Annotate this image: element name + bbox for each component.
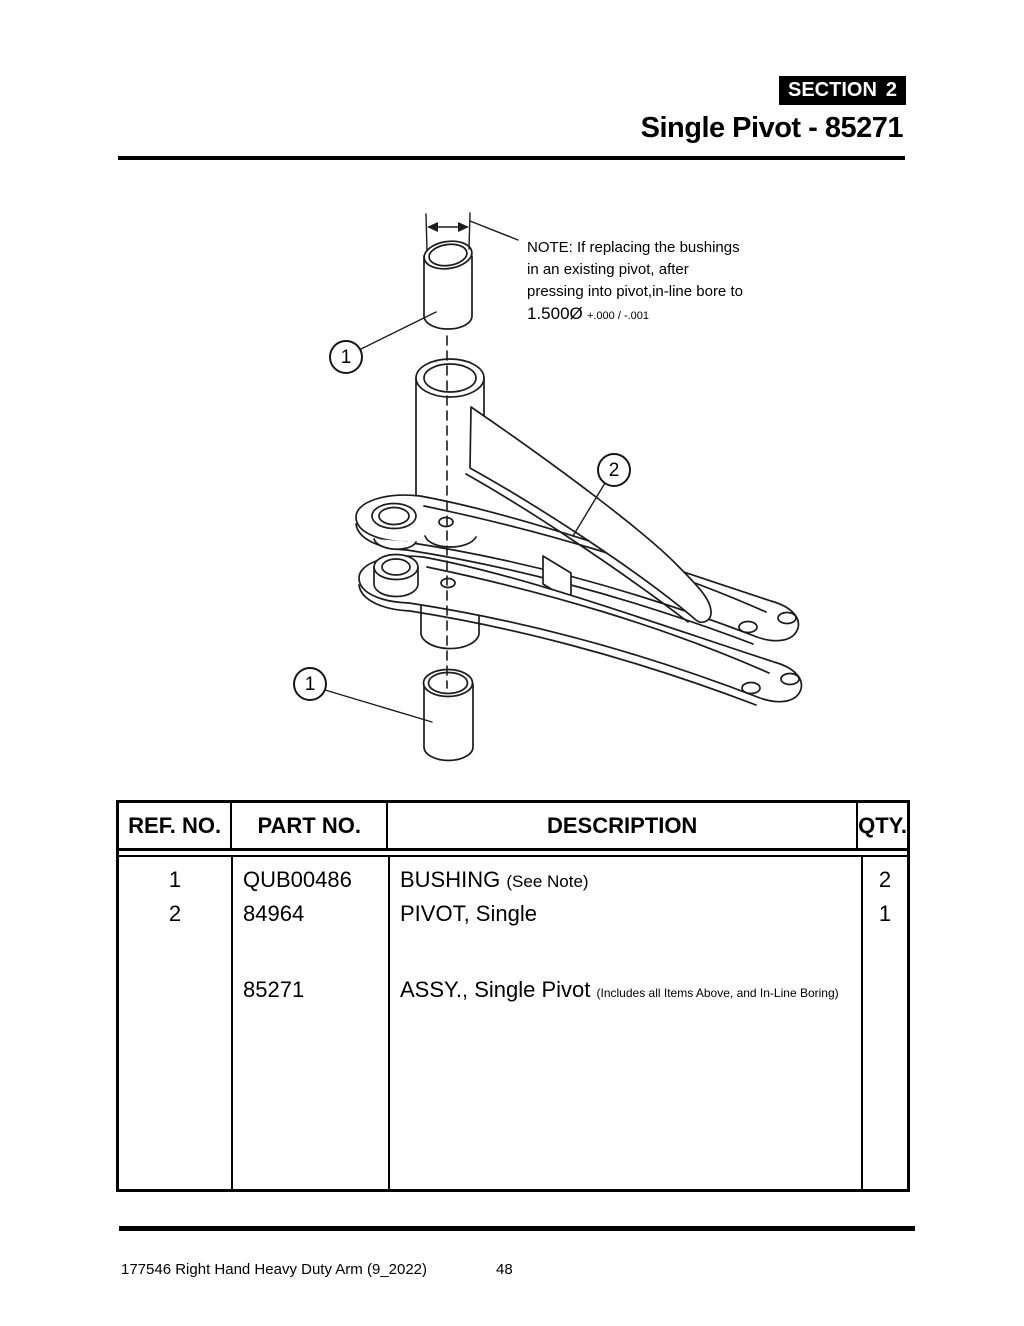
section-badge: SECTION 2 — [779, 76, 906, 105]
ref-no-column: 1 2 — [119, 857, 233, 1189]
table-gap — [119, 931, 231, 973]
table-cell-ref — [119, 973, 231, 1007]
section-number: 2 — [885, 79, 897, 101]
callout-bushing-bottom: 1 — [293, 667, 327, 701]
table-cell-description: ASSY., Single Pivot (Includes all Items … — [400, 973, 861, 1007]
table-cell-qty: 1 — [878, 901, 892, 926]
callout-pivot: 2 — [597, 453, 631, 487]
callout-bushing-top: 1 — [329, 340, 363, 374]
note-tolerance: +.000 / -.001 — [586, 310, 650, 322]
table-cell-part: 85271 — [243, 977, 305, 1002]
callout-number: 1 — [340, 346, 352, 368]
table-cell-ref: 2 — [168, 901, 182, 926]
callout-number: 1 — [304, 673, 316, 695]
column-header-qty: QTY. — [858, 812, 907, 838]
dimension-lines — [425, 212, 519, 252]
note-line: NOTE: If replacing the bushings — [527, 239, 740, 256]
description-note: (Includes all Items Above, and In-Line B… — [596, 986, 839, 1000]
table-cell-description: PIVOT, Single — [400, 897, 861, 931]
footer-page-number: 48 — [496, 1261, 513, 1278]
note-dimension: 1.500Ø — [527, 304, 583, 323]
parts-table-header: REF. NO. PART NO. DESCRIPTION QTY. — [119, 803, 907, 848]
qty-column: 2 1 — [863, 857, 907, 1189]
part-no-column: QUB00486 84964 85271 — [233, 857, 390, 1189]
table-cell-part: 84964 — [243, 901, 305, 926]
description-text: ASSY., Single Pivot — [400, 977, 591, 1002]
note-line: pressing into pivot,in-line bore to — [527, 283, 743, 300]
column-header-part-no: PART NO. — [232, 803, 389, 848]
table-cell-ref: 1 — [168, 867, 182, 892]
parts-table: REF. NO. PART NO. DESCRIPTION QTY. 1 2 Q… — [116, 800, 910, 1192]
note-line: 1.500Ø +.000 / -.001 — [527, 303, 777, 327]
column-header-description: DESCRIPTION — [388, 803, 859, 848]
column-header-ref-no: REF. NO. — [119, 803, 233, 848]
section-label: SECTION — [788, 79, 877, 101]
note-line: in an existing pivot, after — [527, 261, 689, 278]
top-bushing-drawing — [423, 240, 473, 330]
bottom-bushing-drawing — [422, 668, 474, 762]
description-text: BUSHING — [400, 867, 501, 892]
table-gap — [243, 931, 388, 973]
title-rule — [118, 156, 905, 160]
description-note: (See Note) — [506, 872, 589, 891]
description-column: BUSHING (See Note) PIVOT, Single ASSY., … — [390, 857, 863, 1189]
footer-rule — [119, 1226, 915, 1231]
parts-table-body: 1 2 QUB00486 84964 85271 BUSHING (See No… — [119, 857, 907, 1189]
footer-document-title: 177546 Right Hand Heavy Duty Arm (9_2022… — [121, 1261, 428, 1278]
diagram-note: NOTE: If replacing the bushings in an ex… — [527, 237, 777, 327]
table-cell-description: BUSHING (See Note) — [400, 863, 861, 897]
callout-number: 2 — [608, 459, 620, 481]
table-gap — [400, 931, 861, 973]
page-title: Single Pivot - 85271 — [640, 112, 904, 144]
description-text: PIVOT, Single — [400, 901, 537, 926]
table-cell-part: QUB00486 — [243, 867, 352, 892]
table-gap — [863, 931, 907, 973]
header-double-rule — [119, 848, 907, 857]
table-cell-qty: 2 — [878, 867, 892, 892]
callout-leader-lines — [324, 311, 606, 723]
pivot-body-drawing — [355, 358, 803, 706]
table-cell-qty — [863, 973, 907, 1007]
